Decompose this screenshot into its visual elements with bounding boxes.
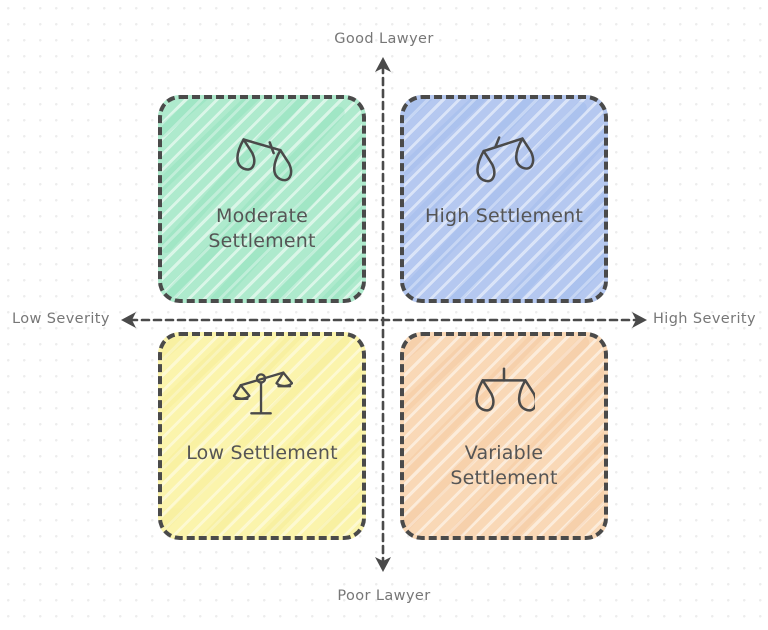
card-title-line-1: High Settlement xyxy=(424,205,583,227)
x-axis-left-label: Low Severity xyxy=(12,311,110,327)
x-axis xyxy=(121,312,647,328)
card-content: Low Settlement xyxy=(162,336,362,466)
card-title-line-1: Variable xyxy=(464,442,544,464)
scales-balanced-icon xyxy=(475,367,535,412)
card-title-variable: Variable Settlement xyxy=(420,441,588,491)
y-axis xyxy=(375,57,391,572)
card-title-line-1: Moderate xyxy=(216,205,308,227)
quadrant-card-moderate[interactable]: Moderate Settlement xyxy=(158,95,366,303)
y-axis-bottom-label: Poor Lawyer xyxy=(337,588,431,604)
quadrant-card-high[interactable]: High Settlement xyxy=(400,95,608,303)
scales-tilted-right-icon xyxy=(476,136,535,183)
card-content: Variable Settlement xyxy=(404,336,604,491)
card-title-line-2: Settlement xyxy=(450,467,558,490)
card-title-line-1: Low Settlement xyxy=(186,442,338,464)
scales-tilted-left-icon xyxy=(236,138,293,182)
card-title-line-2: Settlement xyxy=(208,230,316,253)
quadrant-card-variable[interactable]: Variable Settlement xyxy=(400,332,608,540)
card-title-low: Low Settlement xyxy=(178,441,346,466)
x-axis-right-label: High Severity xyxy=(652,311,756,327)
card-title-high: High Settlement xyxy=(420,204,588,229)
y-axis-top-label: Good Lawyer xyxy=(334,31,434,47)
card-content: Moderate Settlement xyxy=(162,99,362,254)
quadrant-card-low[interactable]: Low Settlement xyxy=(158,332,366,540)
scales-on-stand-icon xyxy=(232,371,293,415)
card-content: High Settlement xyxy=(404,99,604,229)
card-title-moderate: Moderate Settlement xyxy=(178,204,346,254)
